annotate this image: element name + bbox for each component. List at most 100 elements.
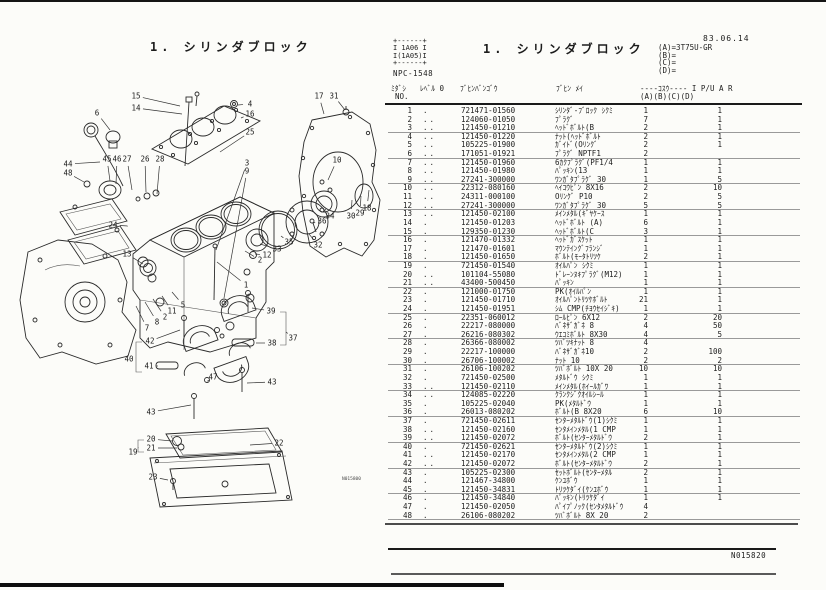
- fiche-reference-box: +------+ I 1A06 I I(1A05)I +------+: [393, 37, 427, 68]
- cell-nm: ﾌﾟﾗｸﾞ: [555, 114, 574, 124]
- leader-line: [327, 166, 335, 181]
- cell-pu: 5: [717, 174, 722, 184]
- oil-pan-art: [149, 427, 293, 508]
- cell-no: 46: [402, 493, 412, 503]
- cell-pn: 101104-55080: [461, 269, 516, 279]
- cell-pu: 1: [717, 209, 722, 219]
- cell-lv: ..: [423, 433, 437, 443]
- cell-lv: ..: [423, 278, 437, 288]
- cell-no: 32: [402, 372, 412, 382]
- cell-lv: .: [423, 295, 430, 305]
- leader-line: [161, 295, 169, 306]
- cell-nm: ｾｯﾄﾎﾞﾙﾄ(ｾﾝﾀｰﾒﾀﾙ: [555, 467, 613, 477]
- cell-pn: 121450-02110: [461, 381, 516, 391]
- model-codes: (A)=3T75U-GR (B)= (C)= (D)=: [658, 44, 712, 74]
- cell-pu: 1: [717, 157, 722, 167]
- diagram-callout: 22: [274, 439, 283, 448]
- diagram-callout: 5: [181, 301, 186, 310]
- cell-nm: ﾎﾞﾙﾄ(ｾﾝﾀｰﾒﾀﾙﾄﾞｳ: [555, 458, 613, 468]
- diagram-callout: 6: [95, 109, 100, 118]
- diagram-callout: 48: [63, 169, 73, 178]
- cell-nm: ﾏｳﾝﾃｲﾝｸﾞﾌﾗﾝｼﾞ: [555, 243, 604, 253]
- cell-pu: 1: [717, 106, 722, 115]
- cell-nm: ﾊﾟｯｷﾝ: [555, 278, 574, 288]
- cell-no: 38: [402, 424, 412, 434]
- diagram-callout: 9: [245, 167, 250, 176]
- leader-line: [251, 307, 265, 311]
- cell-nm: ﾍｲｺｳﾋﾟﾝ 8X16: [555, 183, 604, 193]
- cell-qty: 2: [643, 192, 648, 202]
- cell-pn: 43400-500450: [461, 278, 516, 288]
- cell-pu: 1: [717, 286, 722, 296]
- col-header-part-no: ﾌﾞﾋﾝﾊﾞﾝｺﾞｳ: [460, 84, 498, 93]
- cell-nm: ｾﾝﾀｰﾒﾀﾙﾄﾞｳ(2)ｼｸﾐ: [555, 441, 618, 451]
- cell-pn: 121450-01960: [461, 157, 516, 167]
- cell-lv: .: [423, 372, 430, 382]
- cell-no: 42: [402, 458, 412, 468]
- cell-qty: 1: [643, 493, 648, 503]
- cell-pu: [648, 512, 722, 521]
- cell-pu: 5: [717, 329, 722, 339]
- cell-no: 29: [402, 347, 412, 357]
- diagram-callout: 20: [146, 435, 156, 444]
- cell-pn: 721450-02611: [461, 415, 516, 425]
- leader-line: [360, 195, 362, 207]
- diagram-callout: 7: [145, 324, 150, 333]
- diagram-callout: 31: [329, 92, 338, 101]
- cell-lv: ..: [423, 458, 437, 468]
- cell-pn: 121470-01601: [461, 243, 516, 253]
- diagram-callout: 11: [167, 307, 176, 316]
- cell-pn: 26013-080202: [461, 407, 516, 417]
- cell-pn: 721450-01540: [461, 260, 516, 270]
- scan-edge-bottom: [0, 583, 504, 587]
- footer-rule-2: [391, 573, 776, 575]
- cell-lv: .: [423, 304, 430, 314]
- cell-pu: 1: [717, 217, 722, 227]
- cell-nm: ﾂﾊﾞﾎﾞﾙﾄ 10X 20: [555, 364, 613, 374]
- cell-no: 22: [402, 286, 412, 296]
- cell-no: 10: [402, 183, 412, 193]
- cell-pu: 1: [717, 260, 722, 270]
- cell-pu: 1: [717, 269, 722, 279]
- col-header-level: ﾚﾍﾞﾙ 0: [420, 84, 445, 93]
- cell-lv: .: [423, 476, 430, 486]
- cell-no: 41: [402, 450, 412, 460]
- cell-lv: ..: [423, 166, 437, 176]
- cell-pu: 1: [717, 381, 722, 391]
- cell-nm: ﾊﾞﾈｻﾞｶﾞﾈ10: [555, 347, 595, 357]
- cell-qty: 1: [643, 304, 648, 314]
- crank-seal-parts-art: [245, 190, 338, 259]
- cell-no: 16: [402, 235, 412, 245]
- cell-pu: 5: [717, 192, 722, 202]
- cell-pn: 24311-000100: [461, 192, 516, 202]
- cell-lv: .: [423, 467, 430, 477]
- cell-qty: 2: [643, 131, 648, 141]
- cell-pu: 1: [717, 295, 722, 305]
- cell-no: 30: [402, 355, 412, 365]
- diagram-callout: 4: [248, 100, 253, 109]
- leader-line: [142, 97, 181, 107]
- cell-pn: 26106-100202: [461, 364, 516, 374]
- cell-no: 23: [402, 295, 412, 305]
- diagram-callout: 27: [122, 155, 131, 164]
- diagram-callout: 24: [108, 221, 118, 230]
- cell-nm: ﾍｯﾄﾞﾎﾞﾙﾄ(C: [555, 226, 595, 236]
- cell-qty: 1: [643, 166, 648, 176]
- diagram-callout: 37: [288, 334, 297, 343]
- cell-qty: 2: [643, 467, 648, 477]
- cell-pu: 1: [717, 415, 722, 425]
- cell-nm: ｵｲﾙﾊﾟﾝ ｼｸﾐ: [555, 260, 594, 270]
- microfilm-frame-number: N015820: [731, 551, 767, 560]
- cell-nm: ﾒｲﾝﾒﾀﾙ(ﾎｲｰﾙｶﾞﾜ: [555, 381, 609, 391]
- leader-line: [216, 261, 241, 281]
- cell-qty: 1: [643, 243, 648, 253]
